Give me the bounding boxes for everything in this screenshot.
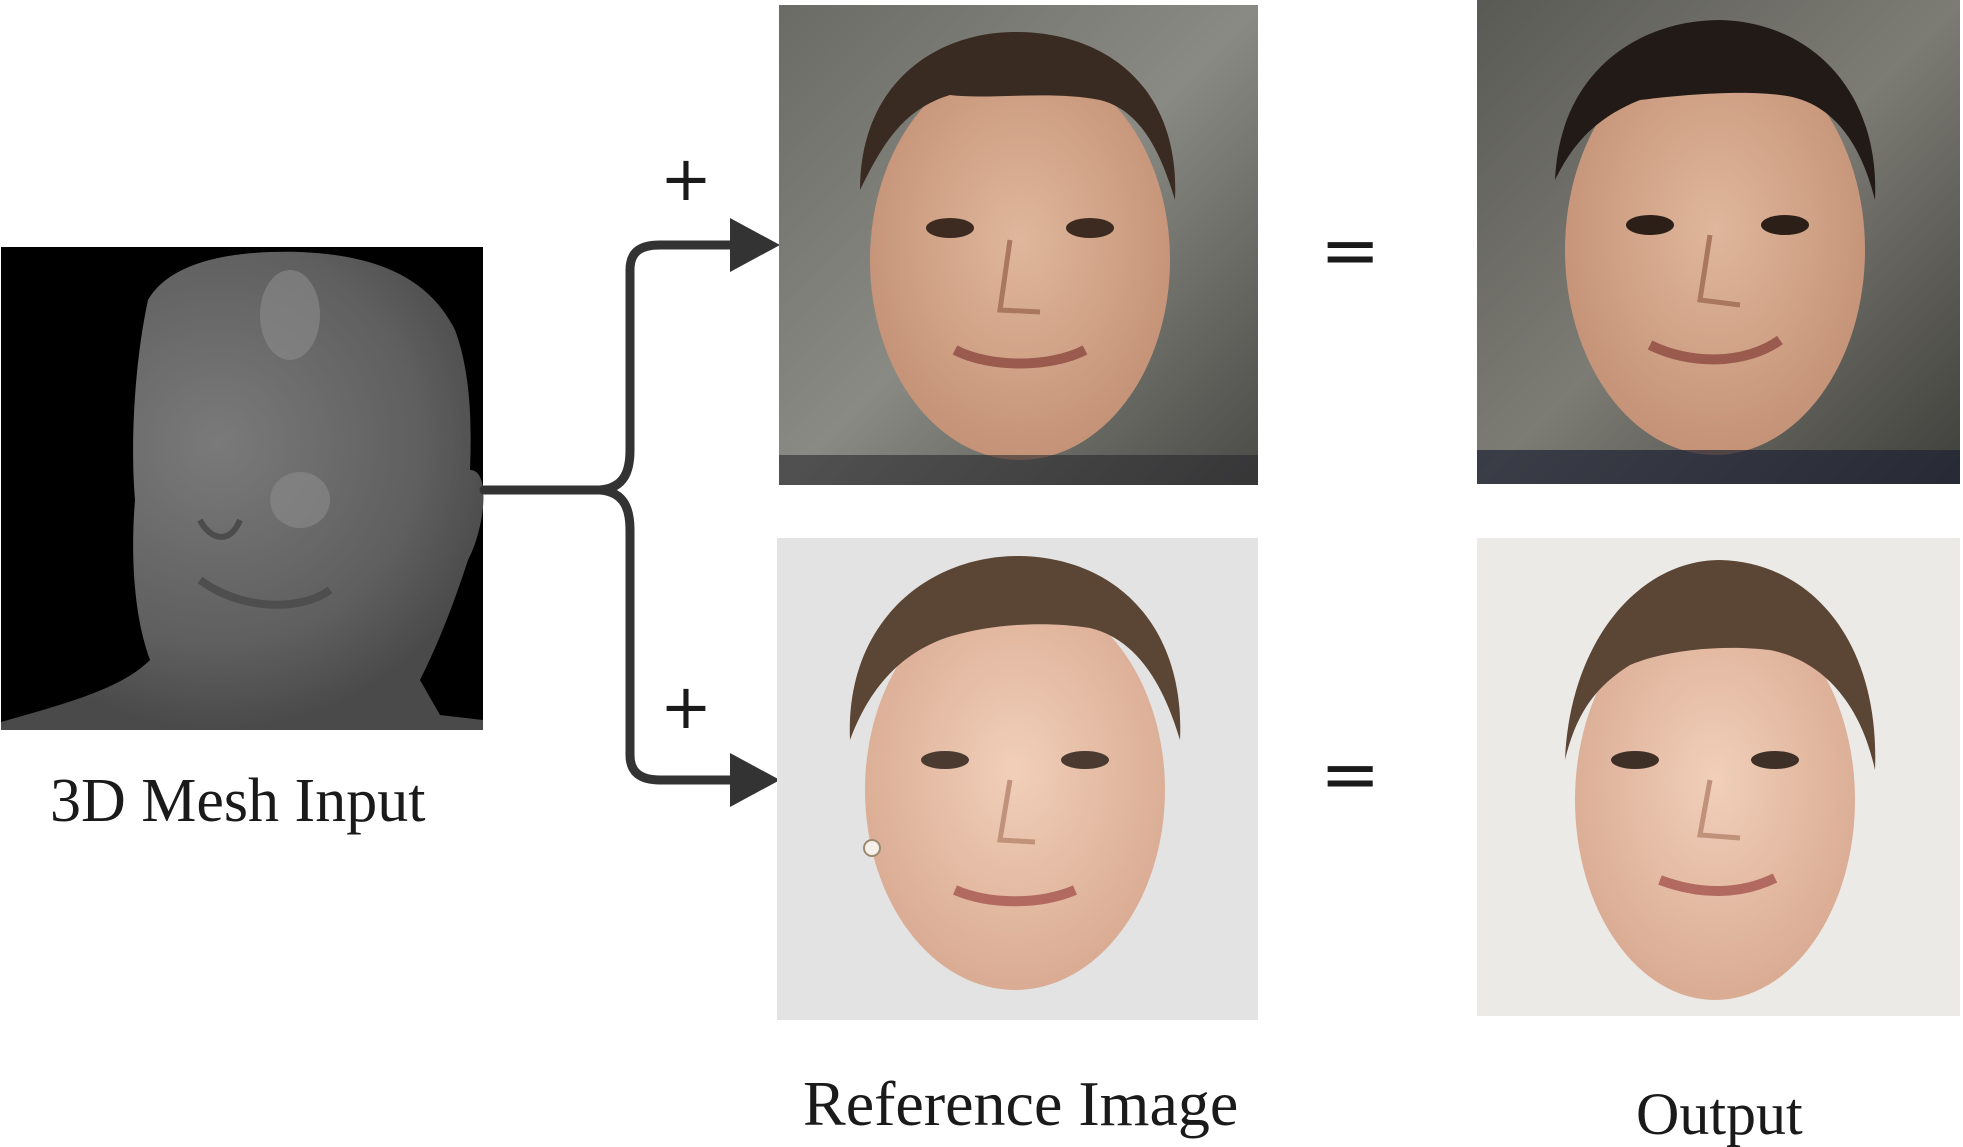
output-image-female xyxy=(1477,538,1960,1016)
arrow-head-top xyxy=(730,218,780,272)
equals-symbol-top: = xyxy=(1320,208,1381,292)
plus-symbol-bottom: + xyxy=(660,670,712,743)
mesh-input-caption: 3D Mesh Input xyxy=(50,767,426,835)
reference-image-female xyxy=(777,538,1258,1020)
reference-image-male xyxy=(779,5,1258,485)
equals-symbol-bottom: = xyxy=(1320,732,1381,816)
plus-symbol-top: + xyxy=(660,142,712,215)
branch-connector xyxy=(479,240,755,785)
output-image-male xyxy=(1477,0,1960,484)
mesh-input-image xyxy=(1,247,484,730)
arrow-head-bottom xyxy=(730,753,780,807)
reference-image-caption: Reference Image xyxy=(803,1068,1239,1139)
output-caption: Output xyxy=(1636,1081,1803,1147)
